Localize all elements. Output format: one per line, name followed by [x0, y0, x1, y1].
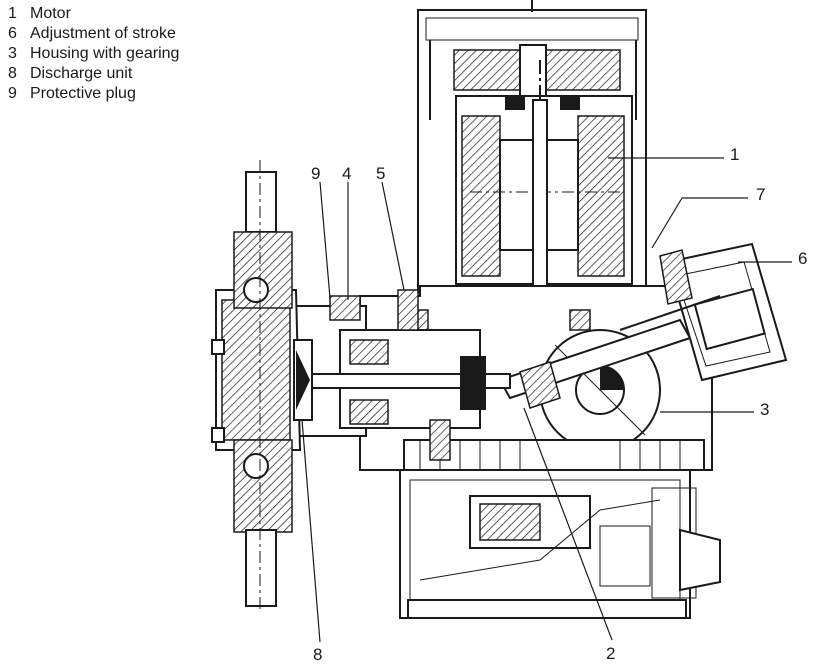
callout-3: 3 — [760, 400, 770, 419]
motor — [455, 60, 633, 421]
callout-5: 5 — [376, 164, 386, 183]
callout-8: 8 — [313, 645, 323, 664]
leader-lines — [301, 157, 792, 643]
stroke-adjustment-knob — [619, 242, 788, 382]
housing-with-gearing — [359, 285, 713, 471]
callout-2: 2 — [606, 644, 616, 663]
callout-7: 7 — [756, 185, 766, 204]
callout-4: 4 — [342, 164, 352, 183]
legend-item: 6 Adjustment of stroke — [8, 24, 179, 44]
electronics-housing — [399, 469, 721, 619]
legend-number: 9 — [8, 85, 17, 102]
legend-number: 6 — [8, 25, 17, 42]
callout-9: 9 — [311, 164, 321, 183]
legend-number: 3 — [8, 45, 17, 62]
legend-number: 8 — [8, 65, 17, 82]
legend-text: Housing with gearing — [30, 45, 180, 62]
legend-item: 1 Motor — [8, 4, 179, 24]
legend-number: 1 — [8, 5, 17, 22]
legend-text: Motor — [30, 5, 71, 22]
legend-text: Discharge unit — [30, 65, 133, 82]
legend-item: 9 Protective plug — [8, 84, 179, 104]
callout-6: 6 — [798, 249, 808, 268]
legend: 1 Motor 6 Adjustment of stroke 3 Housing… — [8, 4, 179, 104]
drive-shaft — [295, 289, 511, 461]
dosing-head — [211, 160, 313, 612]
legend-text: Adjustment of stroke — [30, 25, 176, 42]
callout-1: 1 — [730, 145, 740, 164]
legend-item: 8 Discharge unit — [8, 64, 179, 84]
legend-text: Protective plug — [30, 85, 136, 102]
legend-item: 3 Housing with gearing — [8, 44, 179, 64]
